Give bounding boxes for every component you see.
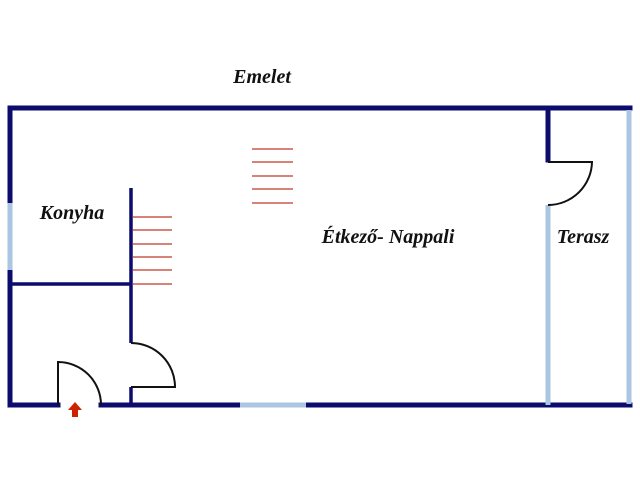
room-label-living: Étkező- Nappali: [321, 225, 455, 248]
room-label-kitchen: Konyha: [39, 202, 104, 224]
entrance-door: [57, 360, 102, 406]
room-label-terrace: Terasz: [557, 226, 610, 248]
stairs-upper: [252, 148, 293, 204]
living-door: [130, 342, 177, 388]
floor-title: Emelet: [232, 66, 292, 88]
entrance-arrow-icon: [68, 402, 82, 417]
stairs-lower: [133, 216, 172, 285]
terrace-door: [547, 161, 594, 206]
walls: [7, 105, 633, 408]
